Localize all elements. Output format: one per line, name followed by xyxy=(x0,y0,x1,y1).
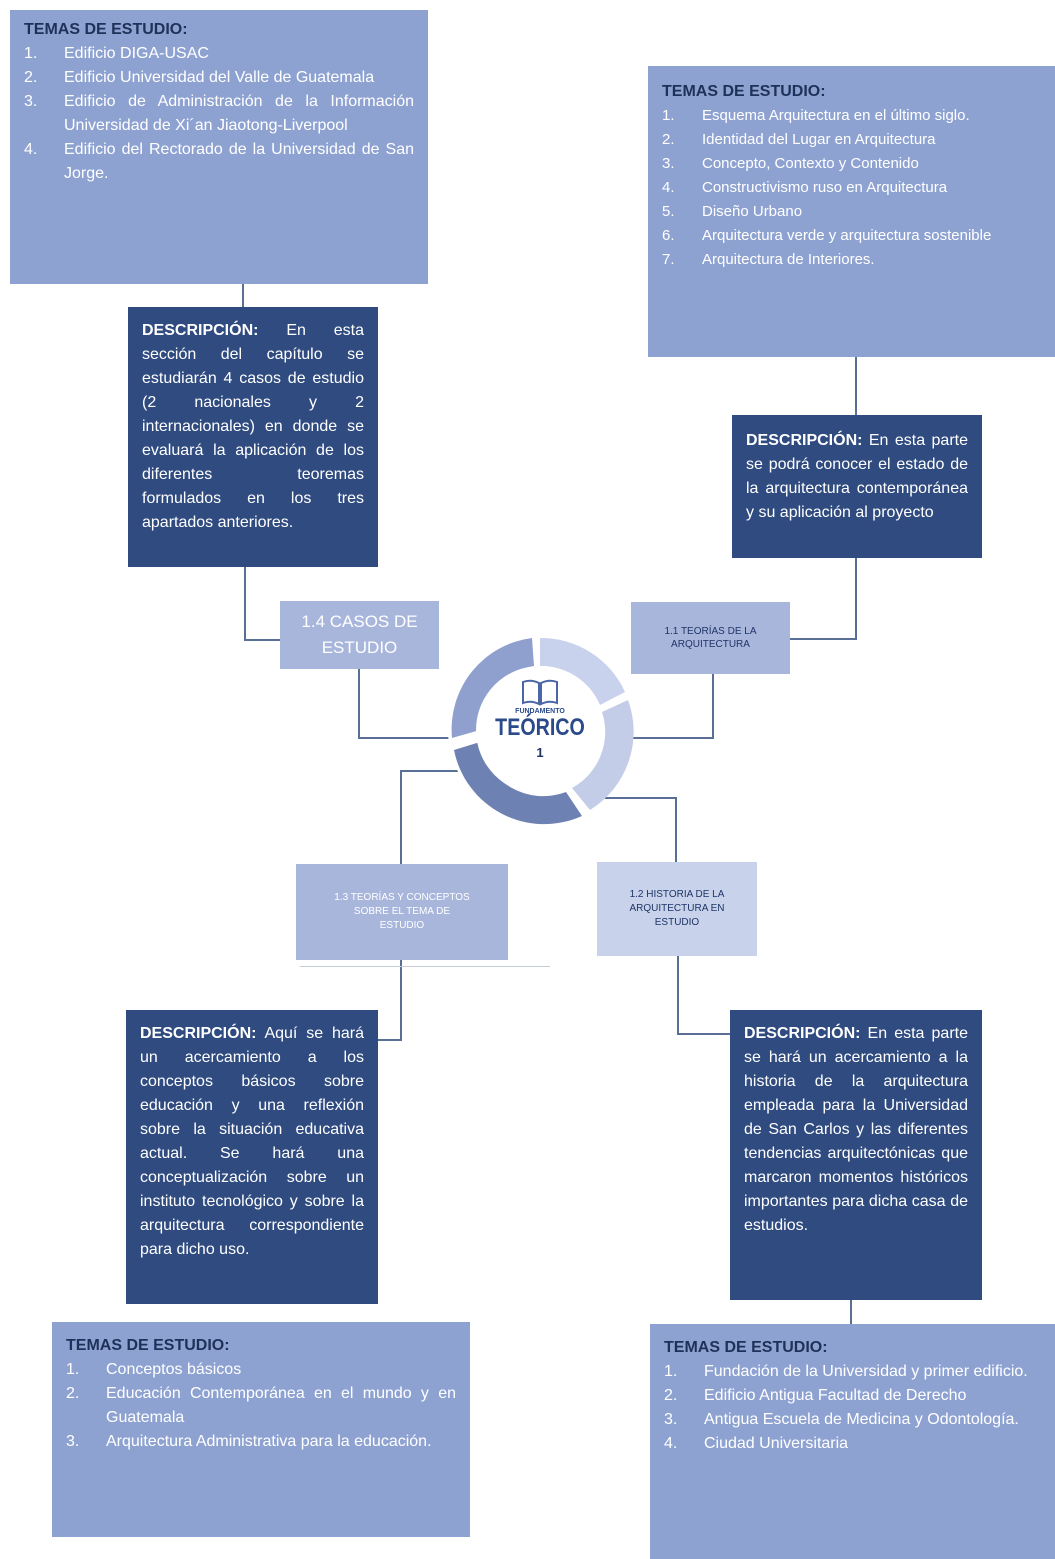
topics-heading: TEMAS DE ESTUDIO: xyxy=(66,1337,230,1354)
connector-line xyxy=(244,639,280,641)
list-item: 1.Conceptos básicos xyxy=(66,1361,242,1378)
connector-line xyxy=(378,1039,402,1041)
section-1-1-teorias-de-la-arquitectura: 1.1 TEORÍAS DE LA ARQUITECTURA xyxy=(631,602,790,674)
connector-line xyxy=(244,566,246,640)
connector-line xyxy=(790,638,857,640)
section-1-3-teorias-y-conceptos: 1.3 TEORÍAS Y CONCEPTOS SOBRE EL TEMA DE… xyxy=(296,864,508,960)
connector-line xyxy=(855,558,857,640)
hub-number: 1 xyxy=(536,745,544,760)
list-item: 3.Concepto, Contexto y Contenido xyxy=(662,155,919,172)
topics-box-casos: TEMAS DE ESTUDIO: 1.Edificio DIGA-USAC 2… xyxy=(10,10,428,284)
list-item: 7.Arquitectura de Interiores. xyxy=(662,251,875,268)
open-book-icon xyxy=(522,679,558,706)
section-1-2-historia-de-la-arquitectura: 1.2 HISTORIA DE LA ARQUITECTURA EN ESTUD… xyxy=(597,862,757,956)
hub-label: FUNDAMENTO TEÓRICO 1 xyxy=(480,672,600,792)
topics-list: 1.Fundación de la Universidad y primer e… xyxy=(664,1360,1041,1456)
description-text: En esta sección del capítulo se estudiar… xyxy=(142,322,364,531)
description-box-casos: DESCRIPCIÓN: En esta sección del capítul… xyxy=(128,307,378,567)
connector-line xyxy=(400,770,468,772)
connector-line xyxy=(358,737,468,739)
topics-heading: TEMAS DE ESTUDIO: xyxy=(664,1339,828,1356)
connector-line xyxy=(300,966,550,967)
connector-line xyxy=(677,956,679,1034)
description-heading: DESCRIPCIÓN: xyxy=(746,432,863,449)
description-heading: DESCRIPCIÓN: xyxy=(142,322,259,339)
connector-line xyxy=(675,797,677,862)
list-item: 4.Constructivismo ruso en Arquitectura xyxy=(662,179,948,196)
list-item: 2.Educación Contemporánea en el mundo y … xyxy=(66,1385,456,1426)
list-item: 2.Edificio Antigua Facultad de Derecho xyxy=(664,1387,967,1404)
topics-heading: TEMAS DE ESTUDIO: xyxy=(24,21,188,38)
list-item: 4.Ciudad Universitaria xyxy=(664,1435,849,1452)
description-box-historia: DESCRIPCIÓN: En esta parte se hará un ac… xyxy=(730,1010,982,1300)
description-text: Aquí se hará un acercamiento a los conce… xyxy=(140,1025,364,1258)
connector-line xyxy=(605,797,677,799)
description-box-teorias: DESCRIPCIÓN: En esta parte se podrá cono… xyxy=(732,415,982,558)
connector-line xyxy=(712,674,714,738)
hub-title: TEÓRICO xyxy=(495,714,585,741)
hub-ring xyxy=(448,637,634,825)
list-item: 3.Arquitectura Administrativa para la ed… xyxy=(66,1433,432,1450)
topics-box-teorias: TEMAS DE ESTUDIO: 1.Esquema Arquitectura… xyxy=(648,66,1055,357)
topics-box-conceptos: TEMAS DE ESTUDIO: 1.Conceptos básicos 2.… xyxy=(52,1322,470,1537)
connector-line xyxy=(850,1300,852,1324)
list-item: 4.Edificio del Rectorado de la Universid… xyxy=(24,141,414,182)
description-text: En esta parte se hará un acercamiento a … xyxy=(744,1025,968,1234)
section-1-4-casos-de-estudio: 1.4 CASOS DE ESTUDIO xyxy=(280,601,439,669)
topics-list: 1.Conceptos básicos 2.Educación Contempo… xyxy=(66,1358,456,1454)
connector-line xyxy=(677,1033,731,1035)
list-item: 1.Esquema Arquitectura en el último sigl… xyxy=(662,107,970,124)
list-item: 2.Identidad del Lugar en Arquitectura xyxy=(662,131,936,148)
list-item: 5.Diseño Urbano xyxy=(662,203,803,220)
topics-list: 1.Edificio DIGA-USAC 2.Edificio Universi… xyxy=(24,42,414,186)
description-heading: DESCRIPCIÓN: xyxy=(140,1025,257,1042)
list-item: 6.Arquitectura verde y arquitectura sost… xyxy=(662,227,992,244)
connector-line xyxy=(400,770,402,864)
list-item: 3.Edificio de Administración de la Infor… xyxy=(24,93,414,134)
topics-heading: TEMAS DE ESTUDIO: xyxy=(662,83,826,100)
connector-line xyxy=(358,668,360,738)
topics-list: 1.Esquema Arquitectura en el último sigl… xyxy=(662,104,1041,272)
connector-line xyxy=(400,960,402,1040)
description-box-conceptos: DESCRIPCIÓN: Aquí se hará un acercamient… xyxy=(126,1010,378,1304)
list-item: 3.Antigua Escuela de Medicina y Odontolo… xyxy=(664,1411,1019,1428)
connector-line xyxy=(242,283,244,307)
description-text: En esta parte se podrá conocer el estado… xyxy=(746,432,968,521)
list-item: 2.Edificio Universidad del Valle de Guat… xyxy=(24,69,375,86)
connector-line xyxy=(625,737,714,739)
list-item: 1.Fundación de la Universidad y primer e… xyxy=(664,1363,1028,1380)
connector-line xyxy=(855,357,857,415)
hub-subtitle: FUNDAMENTO xyxy=(515,708,565,715)
list-item: 1.Edificio DIGA-USAC xyxy=(24,45,209,62)
topics-box-historia: TEMAS DE ESTUDIO: 1.Fundación de la Univ… xyxy=(650,1324,1055,1559)
description-heading: DESCRIPCIÓN: xyxy=(744,1025,861,1042)
